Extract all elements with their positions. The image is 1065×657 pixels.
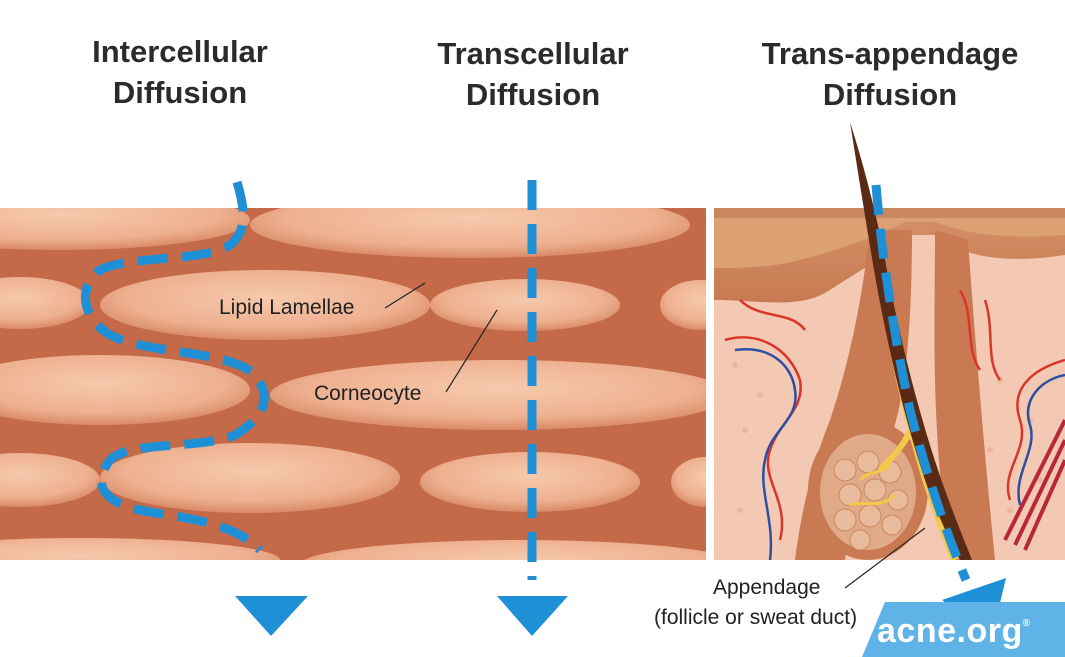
acne-org-logo[interactable]: acne.org® [877,612,1031,651]
appendage-leader [844,527,926,589]
corneocyte-label: Corneocyte [314,382,422,405]
trans-appendage-path [871,184,971,582]
heading-line: Diffusion [465,77,601,112]
logo-band [862,602,1065,657]
transcellular-heading: Transcellular Diffusion [405,33,661,115]
trans-appendage-heading: Trans-appendage Diffusion [735,33,1045,115]
appendage-label: Appendage [713,576,821,599]
transcellular-arrowhead [497,596,568,636]
lipid-lamellae-label: Lipid Lamellae [219,296,355,319]
heading-line: Diffusion [822,77,958,112]
logo-text: acne.org [877,612,1023,650]
corneocyte-cell [100,270,430,340]
stratum-corneum-panel [0,208,706,560]
intercellular-arrowhead [235,596,308,636]
registered-mark: ® [1022,618,1031,629]
intercellular-heading: Intercellular Diffusion [60,31,300,113]
heading-line: Transcellular [437,36,629,71]
heading-line: Diffusion [112,75,248,110]
corneocyte-leader [445,309,498,393]
heading-line: Trans-appendage [761,36,1019,71]
appendage-detail-label: (follicle or sweat duct) [654,606,858,629]
lipid-lamellae-leader [384,282,426,309]
heading-line: Intercellular [92,34,268,69]
hair-shaft [850,122,972,560]
skin-cross-section-panel [714,208,1065,560]
